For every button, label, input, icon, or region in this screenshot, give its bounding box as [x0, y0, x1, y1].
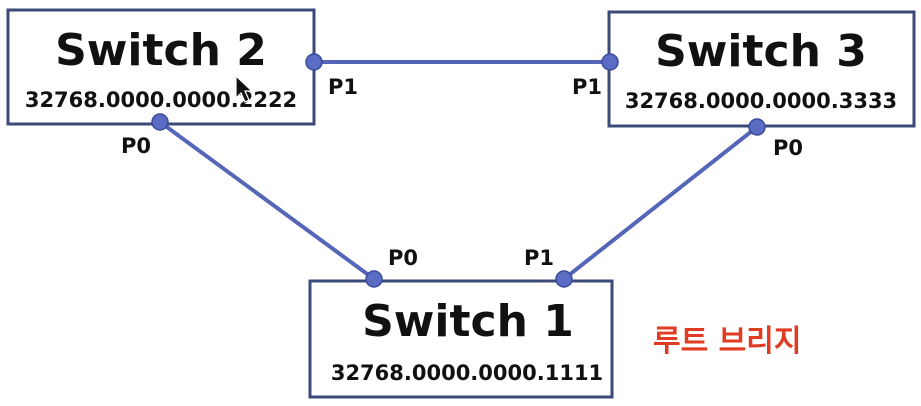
- switch-2-bridge-id: 32768.0000.0000.2222: [25, 88, 297, 112]
- switch-1-bridge-id: 32768.0000.0000.1111: [331, 361, 603, 385]
- port-label-switch2-p1: P1: [328, 75, 358, 99]
- mouse-pointer-icon: [235, 74, 254, 103]
- port-dot-switch2-p1: [305, 53, 323, 71]
- port-dot-switch1-p1: [555, 270, 573, 288]
- switch-3-title: Switch 3: [655, 26, 867, 77]
- switch-1-box: [308, 279, 614, 399]
- port-dot-switch3-p0: [748, 118, 766, 136]
- switch-2-node: Switch 2 32768.0000.0000.2222: [6, 8, 316, 126]
- switch-3-bridge-id: 32768.0000.0000.3333: [625, 89, 897, 113]
- switch-3-node: Switch 3 32768.0000.0000.3333: [607, 10, 916, 128]
- link-switch3-switch1: [562, 125, 759, 281]
- port-label-switch1-p0: P0: [388, 246, 418, 270]
- port-label-switch2-p0: P0: [121, 134, 151, 158]
- switch-2-title: Switch 2: [55, 25, 267, 76]
- port-dot-switch2-p0: [151, 113, 169, 131]
- switch-3-box: [607, 10, 916, 128]
- port-label-switch1-p1: P1: [524, 246, 554, 270]
- port-label-switch3-p0: P0: [773, 136, 803, 160]
- port-dot-switch3-p1: [601, 53, 619, 71]
- port-dot-switch1-p0: [365, 270, 383, 288]
- root-bridge-label: 루트 브리지: [653, 324, 801, 359]
- switch-1-title: Switch 1: [362, 296, 574, 347]
- switch-1-node: Switch 1 32768.0000.0000.1111: [308, 279, 614, 399]
- port-label-switch3-p1: P1: [572, 75, 602, 99]
- link-switch2-switch1: [158, 120, 376, 281]
